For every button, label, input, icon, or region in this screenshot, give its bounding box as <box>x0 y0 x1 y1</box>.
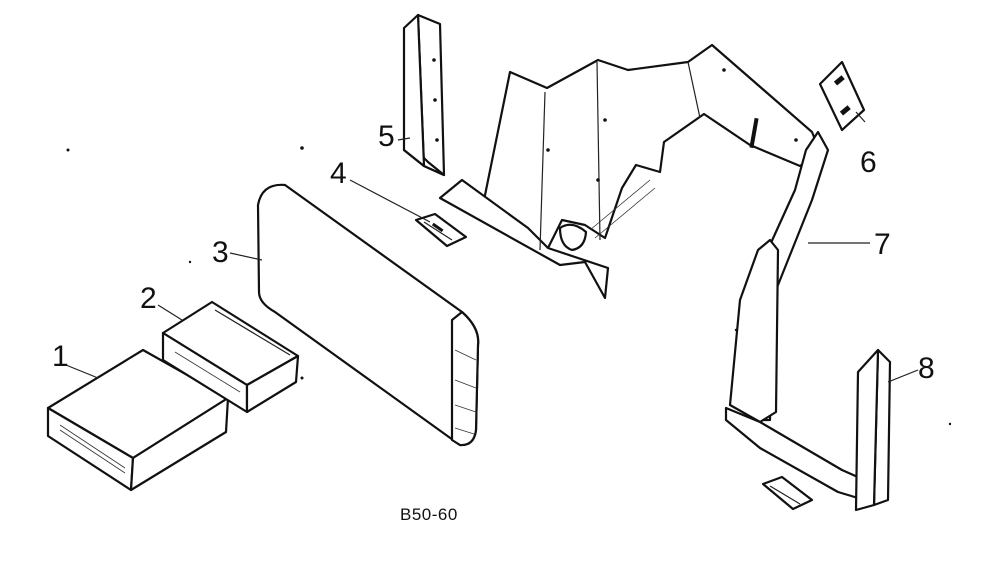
callout-1: 1 <box>52 340 69 373</box>
callout-5: 5 <box>378 120 395 153</box>
part-8-angle-bracket <box>854 348 892 512</box>
callout-6: 6 <box>860 146 877 179</box>
part-2-small-pad <box>161 300 300 414</box>
part-5-angle-bracket <box>402 13 446 177</box>
callout-3: 3 <box>212 236 229 269</box>
callout-8: 8 <box>918 352 935 385</box>
leader-lines <box>65 111 919 383</box>
part-7-seat-frame <box>438 43 862 500</box>
callout-4: 4 <box>330 157 347 190</box>
part-4-clip <box>414 212 468 248</box>
drawing-code: B50-60 <box>400 505 458 524</box>
part-6-plate <box>818 60 866 132</box>
part-4-clip-lower <box>761 475 814 511</box>
part-1-cushion-pad <box>46 348 230 492</box>
callout-7: 7 <box>874 228 891 261</box>
callout-2: 2 <box>140 282 157 315</box>
part-3-backrest <box>256 183 480 447</box>
specks <box>66 146 952 426</box>
